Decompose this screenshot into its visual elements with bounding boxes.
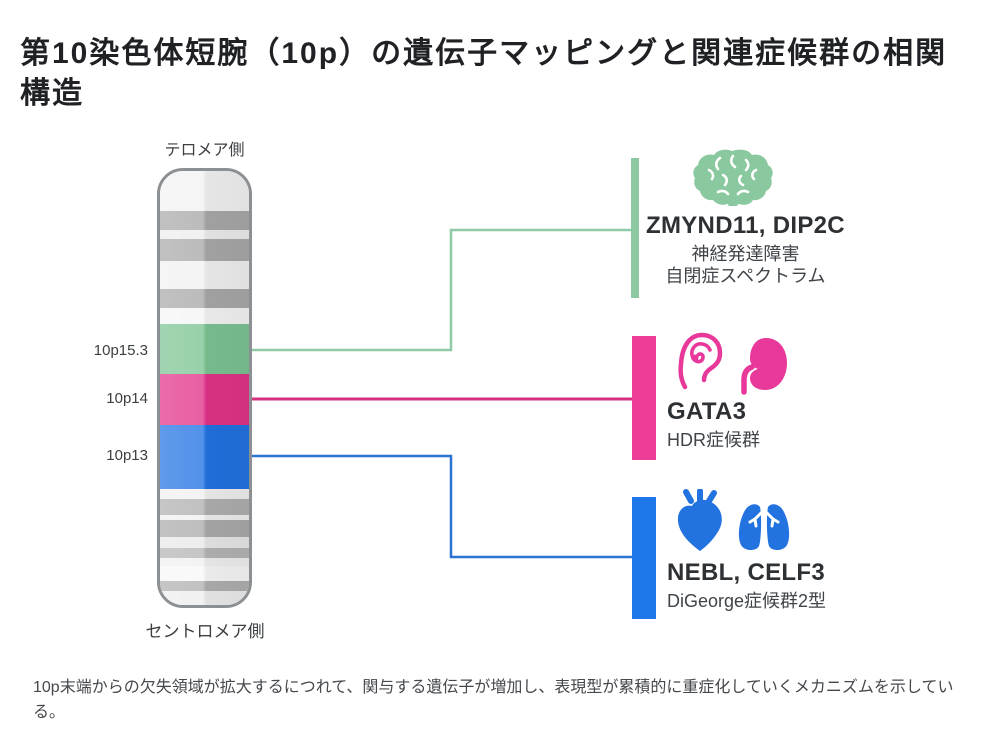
chromosome-band	[160, 489, 249, 500]
gene-names-digeorge: NEBL, CELF3	[667, 559, 825, 586]
chromosome-band	[160, 210, 249, 231]
group-hdr: GATA3 HDR症候群	[667, 398, 760, 451]
band-label-10p15-3: 10p15.3	[93, 342, 148, 359]
chromosome-band	[160, 515, 249, 520]
gene-names-hdr: GATA3	[667, 398, 747, 425]
page-title: 第10染色体短腕（10p）の遺伝子マッピングと関連症候群の相関構造	[20, 37, 948, 110]
chromosome-band-10p15.3	[160, 324, 249, 374]
chromosome-band	[160, 536, 249, 548]
condition-neuro-1: 神経発達障害	[691, 244, 800, 264]
chromosome-band	[160, 260, 249, 289]
chromosome-band	[160, 547, 249, 558]
ear-icon	[678, 332, 723, 390]
region-bar-blue	[632, 497, 656, 619]
group-digeorge: NEBL, CELF3 DiGeorge症候群2型	[667, 559, 826, 612]
connector-line-green	[252, 228, 631, 352]
chromosome-band	[160, 171, 249, 211]
telomere-side-label: テロメア側	[164, 142, 245, 159]
chromosome-band	[160, 557, 249, 567]
region-bar-pink	[632, 336, 656, 460]
chromosome-band	[160, 591, 249, 605]
chromosome-band-10p13	[160, 425, 249, 490]
connector-line-blue	[252, 454, 632, 559]
chromosome-band	[160, 499, 249, 516]
heart-icon	[677, 489, 722, 551]
chromosome-band	[160, 230, 249, 240]
lungs-icon	[738, 496, 790, 551]
band-label-10p13: 10p13	[106, 447, 148, 464]
chromosome-band-10p14	[160, 373, 249, 426]
kidney-icon	[741, 338, 787, 395]
chromosome-band	[160, 288, 249, 309]
brain-icon	[693, 149, 773, 206]
condition-neuro-2: 自閉症スペクトラム	[665, 266, 826, 286]
region-bar-green	[631, 158, 639, 298]
figure-caption: 10p末端からの欠失領域が拡大するにつれて、関与する遺伝子が増加し、表現型が累積…	[33, 679, 954, 721]
chromosome-band	[160, 581, 249, 592]
chromosome-band	[160, 239, 249, 261]
condition-digeorge-1: DiGeorge症候群2型	[667, 591, 827, 611]
group-neuro: ZMYND11, DIP2C 神経発達障害 自閉症スペクトラム	[646, 212, 845, 287]
condition-hdr-1: HDR症候群	[667, 430, 760, 450]
chromosome-band	[160, 308, 249, 325]
gene-names-neuro: ZMYND11, DIP2C	[646, 212, 845, 239]
band-label-10p14: 10p14	[106, 390, 148, 407]
chromosome-band	[160, 519, 249, 537]
centromere-side-label: セントロメア側	[145, 622, 265, 641]
chromosome-ideogram	[157, 168, 252, 608]
chromosome-band	[160, 566, 249, 582]
